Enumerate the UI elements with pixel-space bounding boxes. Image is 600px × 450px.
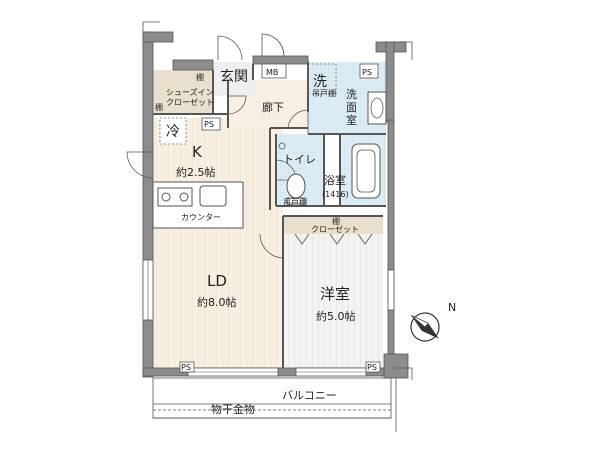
ps-laundry-label: PS — [362, 68, 372, 77]
toilet-shelf-label: 吊戸棚 — [283, 197, 307, 207]
western-label: 洋室 — [320, 285, 350, 303]
balcony-area — [152, 377, 392, 419]
ps-box-western — [365, 361, 381, 373]
western-floor — [283, 234, 383, 368]
hallway-label: 廊下 — [262, 100, 284, 114]
shoe-closet-floor — [153, 70, 213, 114]
entrance-floor — [213, 62, 253, 96]
shoe-closet-label-1: シューズイン — [166, 87, 214, 97]
toilet-label: トイレ — [283, 153, 316, 166]
kitchen-label: K — [192, 143, 203, 161]
balcony-label: バルコニー — [282, 389, 337, 402]
ps-box-kitchen — [201, 117, 221, 131]
wall-right-upper — [385, 41, 395, 123]
compass-icon — [410, 312, 440, 342]
sink-icon — [199, 185, 227, 207]
window-right — [387, 269, 395, 311]
drying-rack-label: 物干金物 — [211, 402, 255, 416]
ps-western-label: PS — [367, 363, 377, 372]
shoe-shelf-label: 棚 — [196, 72, 204, 82]
compass-n-label: N — [448, 301, 456, 314]
washroom-label-3: 室 — [346, 113, 357, 127]
fridge-space — [159, 117, 187, 145]
ps-kitchen-label: PS — [204, 120, 214, 129]
ld-area-label: 約8.0帖 — [197, 295, 237, 309]
wall-top-entrance — [172, 59, 214, 71]
washer-space — [307, 63, 337, 95]
entrance-label: 玄関 — [220, 68, 248, 85]
bathtub-icon — [351, 143, 381, 199]
stove-icon — [157, 187, 193, 207]
shoe-shelf-label-2: 棚 — [155, 102, 163, 112]
wall-top-mid — [252, 55, 309, 65]
bath-label: 浴室 — [324, 173, 346, 187]
closet-floor — [283, 216, 383, 234]
closet-shelf-label: 棚 — [332, 216, 340, 226]
kitchen-area-label: 約2.5帖 — [176, 165, 216, 179]
ps-box-laundry — [359, 63, 379, 79]
wall-bottom-right-col — [383, 353, 409, 379]
ld-label: LD — [207, 272, 227, 290]
bath-size-label: (1416) — [322, 190, 349, 199]
ps-box-ld — [179, 361, 195, 373]
linen-shelf-label: 吊戸棚 — [312, 88, 336, 98]
washroom-label-2: 面 — [346, 101, 357, 114]
closet-label: クローゼット — [311, 224, 359, 234]
wall-left — [142, 31, 154, 378]
mb-label: MB — [266, 68, 278, 77]
shoe-closet-label-2: クローゼット — [166, 97, 214, 107]
mb-box — [261, 63, 287, 79]
ps-ld-label: PS — [181, 363, 191, 372]
laundry-mark: 洗 — [313, 74, 327, 90]
toilet-icon — [286, 173, 306, 199]
washroom-label-1: 洗 — [346, 88, 357, 101]
kitchen-counter — [152, 181, 244, 229]
toilet-paper-icon — [278, 142, 286, 150]
washbasin-icon — [367, 91, 387, 125]
fridge-label: 冷 — [166, 124, 180, 140]
counter-label: カウンター — [181, 213, 221, 222]
wall-right — [387, 119, 395, 379]
wall-top-left — [142, 31, 174, 43]
western-area-label: 約5.0帖 — [316, 309, 356, 323]
